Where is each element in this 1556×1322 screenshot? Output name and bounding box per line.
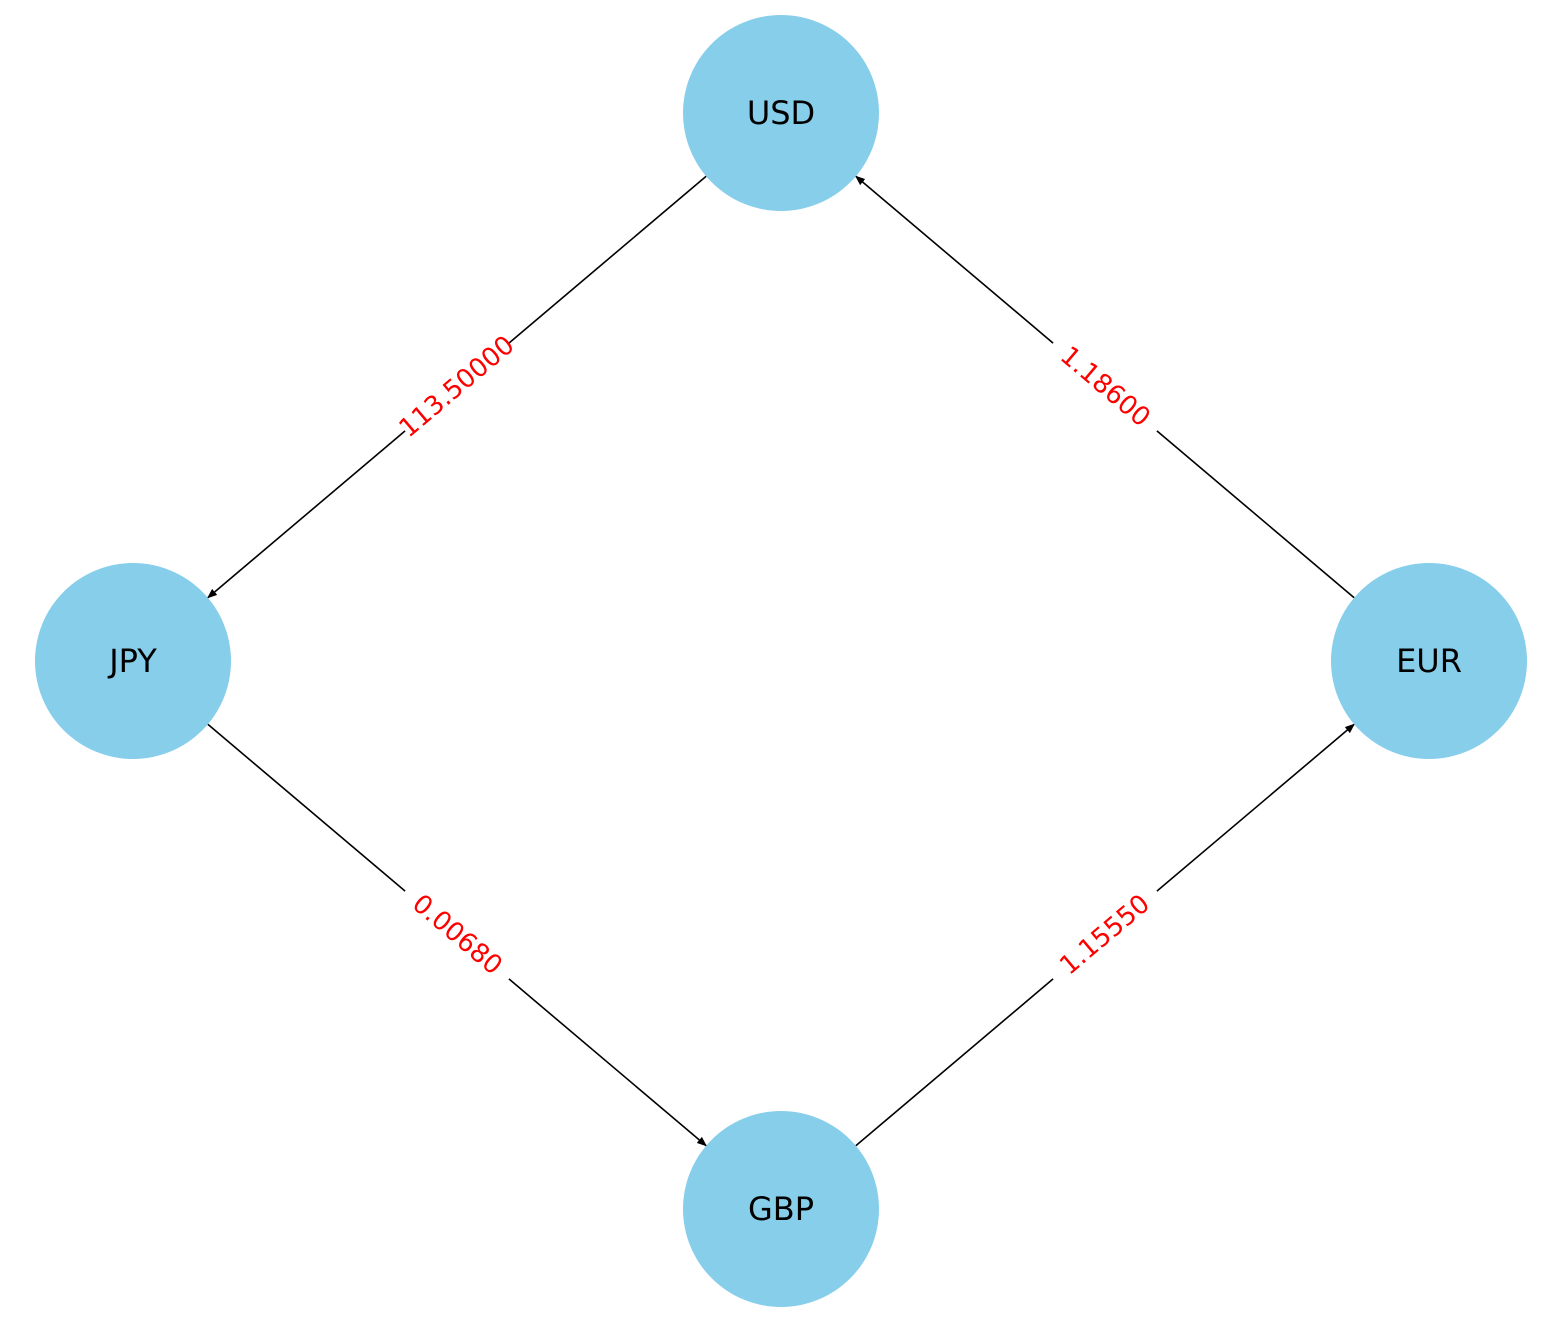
node-eur: EUR [1331,563,1527,759]
edge-jpy-gbp-head [508,978,707,1147]
edge-label-eur-usd: 1.18600 [1054,341,1155,433]
node-circle-jpy [35,563,231,759]
edge-eur-usd-head [855,175,1054,344]
edge-label-gbp-eur: 1.15550 [1054,889,1155,981]
edge-eur-usd-tail [1156,430,1355,599]
edge-usd-jpy-head [207,430,406,599]
edge-label-usd-jpy: 113.50000 [394,330,521,444]
edge-usd-jpy-tail [508,175,707,344]
node-label-gbp: GBP [748,1190,814,1228]
node-label-eur: EUR [1396,642,1462,680]
nodes-layer: USD JPY EUR GBP [35,15,1527,1307]
edge-labels-layer: 113.50000 1.18600 0.00680 1.15550 [394,330,1156,981]
edges-layer [207,175,1355,1147]
edge-gbp-eur-head [1156,723,1355,892]
node-circle-usd [683,15,879,211]
edge-label-jpy-gbp: 0.00680 [406,889,507,981]
edge-jpy-gbp-tail [207,723,406,892]
node-circle-gbp [683,1111,879,1307]
node-circle-eur [1331,563,1527,759]
node-gbp: GBP [683,1111,879,1307]
node-label-usd: USD [747,94,815,132]
edge-gbp-eur-tail [855,978,1054,1147]
node-jpy: JPY [35,563,231,759]
node-label-jpy: JPY [107,642,157,680]
node-usd: USD [683,15,879,211]
